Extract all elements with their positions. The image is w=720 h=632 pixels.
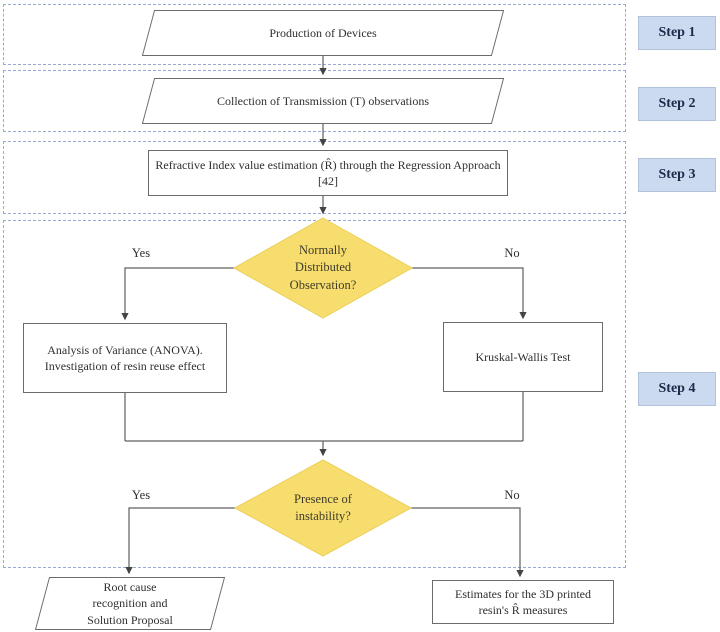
node-production-label: Production of Devices [269, 25, 377, 40]
node-regression-label: Refractive Index value estimation (R̂) t… [155, 157, 501, 188]
step2-container [3, 70, 626, 132]
edge-label-instability-yes: Yes [131, 488, 151, 502]
node-normality-label: Normally Distributed Observation? [289, 242, 357, 292]
node-collection-label: Collection of Transmission (T) observati… [217, 93, 429, 108]
node-estimates-label: Estimates for the 3D printed resin's R̂ … [455, 586, 591, 617]
step-badge-label: Step 4 [658, 381, 696, 396]
edge-label-instability-no: No [504, 488, 520, 502]
edge-label-normality-no: No [504, 246, 520, 260]
step-badge-1: Step 1 [638, 16, 716, 50]
node-instability-label: Presence of instability? [294, 491, 352, 524]
step-badge-label: Step 1 [658, 25, 696, 40]
step3-container [3, 141, 626, 214]
step-badge-label: Step 2 [658, 96, 696, 111]
node-kruskal-label: Kruskal-Wallis Test [475, 349, 571, 364]
decision-diamonds [232, 217, 414, 557]
instability-diamond [233, 459, 413, 557]
node-estimates: Estimates for the 3D printed resin's R̂ … [432, 580, 614, 624]
step-badge-4: Step 4 [638, 372, 716, 406]
edge-label-normality-yes: Yes [131, 246, 151, 260]
step1-container [3, 4, 626, 65]
step-badge-3: Step 3 [638, 158, 716, 192]
node-root-cause: Root cause recognition and Solution Prop… [42, 577, 218, 630]
node-root-cause-label: Root cause recognition and Solution Prop… [87, 580, 173, 627]
node-anova: Analysis of Variance (ANOVA). Investigat… [23, 323, 227, 393]
node-anova-label: Analysis of Variance (ANOVA). Investigat… [44, 342, 206, 373]
step-badge-2: Step 2 [638, 87, 716, 121]
normality-diamond [232, 217, 414, 319]
node-kruskal: Kruskal-Wallis Test [443, 322, 603, 392]
node-regression: Refractive Index value estimation (R̂) t… [148, 150, 508, 196]
step4-container [3, 220, 626, 568]
step-badge-label: Step 3 [658, 167, 696, 182]
node-production: Production of Devices [148, 10, 498, 56]
node-collection: Collection of Transmission (T) observati… [148, 78, 498, 124]
